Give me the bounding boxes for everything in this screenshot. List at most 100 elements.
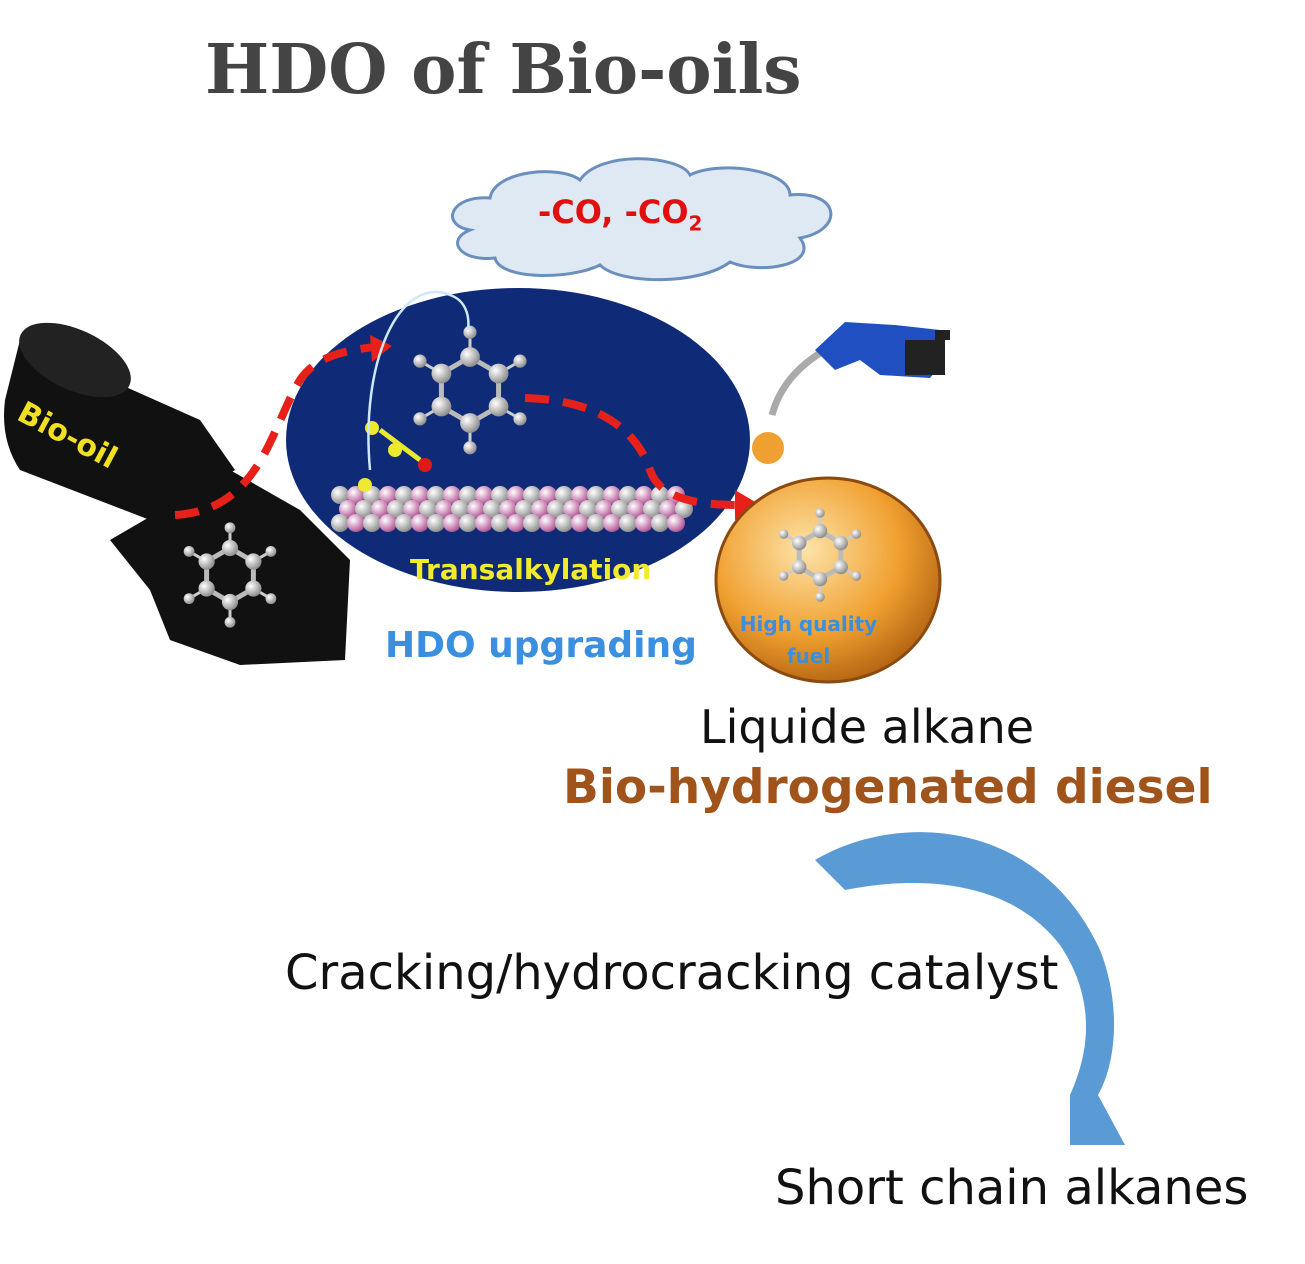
- catalyst-atom: [491, 486, 509, 504]
- catalyst-atom: [523, 486, 541, 504]
- byproduct-label: -CO, -CO2: [538, 193, 702, 235]
- liquide-alkane-label: Liquide alkane: [700, 700, 1035, 754]
- aromatic-molecule-adsorbed: [413, 325, 527, 455]
- hydrogen-atom: [265, 593, 277, 605]
- hydrogen-atom: [778, 571, 789, 581]
- cracking-catalyst-label: Cracking/hydrocracking catalyst: [285, 945, 1059, 1001]
- catalyst-atom: [611, 500, 629, 518]
- catalyst-atom: [459, 486, 477, 504]
- carbon-atom: [833, 559, 848, 575]
- catalyst-atom: [475, 486, 493, 504]
- hydrogen-atom: [815, 592, 825, 602]
- hydrogen-atom: [513, 354, 527, 368]
- catalyst-atom: [363, 514, 381, 532]
- catalyst-atom: [547, 500, 565, 518]
- catalyst-atom: [635, 514, 653, 532]
- carbon-atom: [198, 580, 215, 597]
- catalyst-surface: [331, 486, 693, 532]
- catalyst-atom: [651, 514, 669, 532]
- carbon-atom: [245, 553, 262, 570]
- catalyst-atom: [507, 486, 525, 504]
- catalyst-atom: [395, 514, 413, 532]
- catalyst-atom: [627, 500, 645, 518]
- catalyst-atom: [443, 486, 461, 504]
- cloud-shape: [451, 157, 833, 282]
- byproduct-text: -CO, -CO: [538, 193, 689, 231]
- catalyst-atom: [459, 514, 477, 532]
- catalyst-atom: [427, 486, 445, 504]
- alkyl-group: [358, 421, 432, 492]
- hydrogen-atom: [183, 545, 195, 557]
- page-title: HDO of Bio-oils: [205, 30, 802, 110]
- catalyst-atom: [403, 500, 421, 518]
- catalyst-atom: [387, 500, 405, 518]
- catalyst-atom: [579, 500, 597, 518]
- reactor-ellipse: [286, 288, 750, 592]
- catalyst-atom: [587, 486, 605, 504]
- catalyst-atom: [635, 486, 653, 504]
- hydrogen-atom: [851, 529, 862, 539]
- carbon-atom: [812, 571, 828, 587]
- catalyst-atom: [539, 486, 557, 504]
- catalyst-atom: [507, 514, 525, 532]
- catalyst-atom: [379, 486, 397, 504]
- hydrogen-atom: [224, 522, 236, 534]
- catalyst-atom: [571, 514, 589, 532]
- reaction-path-arrow: [174, 341, 386, 519]
- catalyst-atom: [595, 500, 613, 518]
- catalyst-atom: [675, 500, 693, 518]
- catalyst-atom: [483, 500, 501, 518]
- catalyst-atom: [555, 486, 573, 504]
- hydrogen-atom: [265, 545, 277, 557]
- bio-diesel-label: Bio-hydrogenated diesel: [563, 760, 1213, 815]
- hydrogen-atom: [815, 508, 825, 518]
- catalyst-atom: [539, 514, 557, 532]
- carbon-atom: [488, 396, 509, 417]
- carbon-atom: [221, 593, 239, 611]
- catalyst-atom: [331, 486, 349, 504]
- carbon-atom: [245, 580, 262, 597]
- carbon-atom: [431, 363, 452, 384]
- catalyst-atom: [339, 500, 357, 518]
- fuel-nozzle-icon: [768, 322, 950, 416]
- hydrogen-atom: [463, 441, 477, 455]
- catalyst-atom: [347, 486, 365, 504]
- catalyst-atom: [451, 500, 469, 518]
- catalyst-atom: [467, 500, 485, 518]
- catalyst-atom: [651, 486, 669, 504]
- carbon-atom: [488, 363, 509, 384]
- catalyst-atom: [603, 486, 621, 504]
- carbon-atom: [812, 523, 828, 539]
- catalyst-atom: [395, 486, 413, 504]
- carbon-atom: [460, 347, 480, 367]
- catalyst-atom: [531, 500, 549, 518]
- catalyst-atom: [619, 486, 637, 504]
- catalyst-atom: [563, 500, 581, 518]
- catalyst-atom: [523, 514, 541, 532]
- hydrogen-atom: [224, 616, 236, 628]
- high-quality-fuel-label: High quality fuel: [739, 612, 878, 668]
- carbon-atom: [792, 559, 807, 575]
- hydrogen-atom: [513, 412, 527, 426]
- catalyst-atom: [667, 514, 685, 532]
- hydrogen-atom: [413, 412, 427, 426]
- hydrogen-atom: [413, 354, 427, 368]
- bio-oil-barrel-icon: [4, 322, 350, 665]
- carbon-atom: [198, 553, 215, 570]
- aromatic-molecule-product: [778, 508, 862, 602]
- catalyst-atom: [371, 500, 389, 518]
- catalyst-atom: [331, 514, 349, 532]
- catalyst-atom: [427, 514, 445, 532]
- hydrogen-atom: [183, 593, 195, 605]
- short-chain-alkanes-label: Short chain alkanes: [775, 1160, 1249, 1216]
- aromatic-molecule-reactant: [183, 522, 277, 628]
- catalyst-atom: [435, 500, 453, 518]
- carbon-atom: [221, 539, 239, 557]
- hydrogen-atom: [463, 325, 477, 339]
- catalyst-atom: [659, 500, 677, 518]
- catalyst-atom: [347, 514, 365, 532]
- catalyst-atom: [419, 500, 437, 518]
- catalyst-atom: [571, 486, 589, 504]
